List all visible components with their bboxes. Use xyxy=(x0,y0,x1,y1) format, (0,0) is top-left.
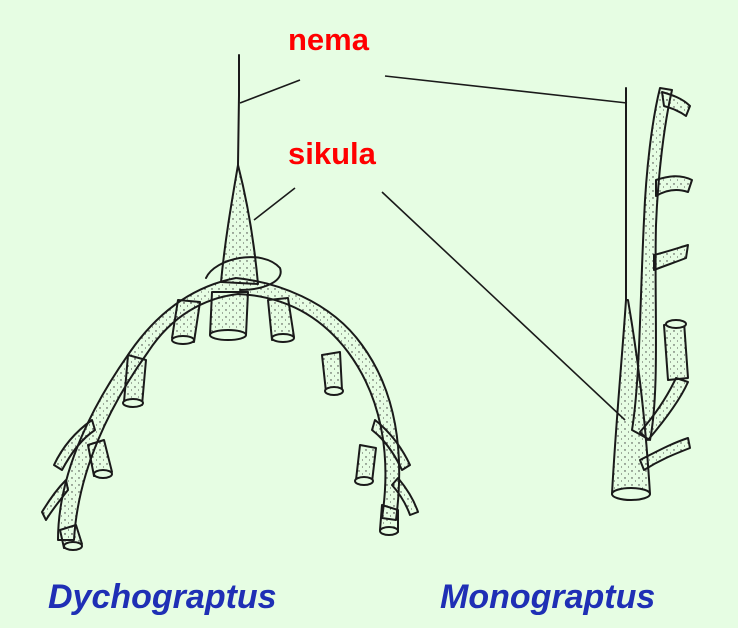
sikula-aperture xyxy=(612,488,650,500)
sikula-label: sikula xyxy=(288,136,376,172)
sikula-leader-left xyxy=(254,188,295,220)
theca-aperture xyxy=(355,477,373,485)
thecae-left-mid xyxy=(124,355,146,405)
sikula-leader-right xyxy=(382,192,625,420)
theca-aperture xyxy=(94,470,112,478)
theca-aperture xyxy=(123,399,143,407)
leader-lines xyxy=(240,76,627,420)
monograptus-caption: Monograptus xyxy=(440,578,655,617)
theca-aperture xyxy=(272,334,294,342)
monograptus-drawing xyxy=(612,88,692,500)
theca-3 xyxy=(654,245,688,270)
nema-leader-right xyxy=(385,76,627,103)
theca-aperture xyxy=(64,542,82,550)
dychograptus-drawing xyxy=(42,55,418,550)
dychograptus-nema xyxy=(238,55,239,165)
theca-aperture xyxy=(172,336,194,344)
theca-4 xyxy=(664,322,688,380)
nema-leader-left xyxy=(240,80,300,103)
theca-aperture xyxy=(210,330,246,340)
dychograptus-caption: Dychograptus xyxy=(48,578,277,617)
theca-aperture xyxy=(325,387,343,395)
theca-2 xyxy=(656,176,692,196)
thecae-right-mid xyxy=(322,352,342,392)
nema-label: nema xyxy=(288,22,369,58)
theca-aperture xyxy=(380,527,398,535)
dychograptus-sikula xyxy=(221,165,258,284)
theca-aperture xyxy=(666,320,686,328)
thecae-center xyxy=(210,292,248,335)
